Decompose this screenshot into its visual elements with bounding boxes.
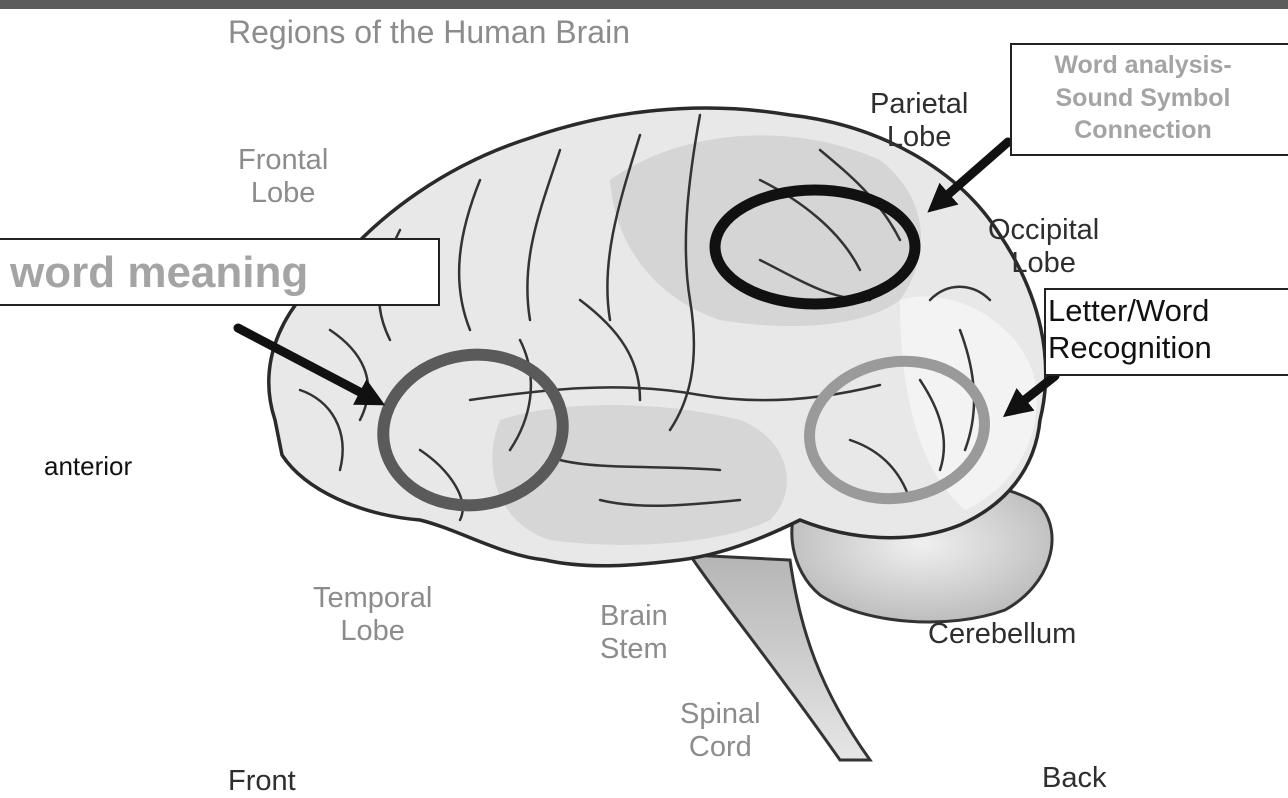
temporal-lobe-label: Temporal Lobe bbox=[313, 582, 432, 649]
frontal-lobe-label: Frontal Lobe bbox=[238, 144, 328, 211]
letter-word-text: Letter/Word Recognition bbox=[1048, 292, 1212, 366]
diagram-title: Regions of the Human Brain bbox=[228, 14, 630, 51]
cerebellum-label: Cerebellum bbox=[928, 618, 1076, 651]
word-analysis-text: Word analysis- Sound Symbol Connection bbox=[1012, 49, 1274, 147]
back-label: Back bbox=[1042, 762, 1106, 795]
occipital-lobe-label: Occipital Lobe bbox=[988, 214, 1099, 281]
word-meaning-callout: word meaning bbox=[0, 238, 440, 306]
parietal-lobe-label: Parietal Lobe bbox=[870, 88, 968, 155]
front-label: Front bbox=[228, 765, 296, 798]
word-analysis-callout: Word analysis- Sound Symbol Connection bbox=[1010, 43, 1288, 156]
spinal-cord-label: Spinal Cord bbox=[680, 698, 761, 765]
brain-stem-label: Brain Stem bbox=[600, 600, 668, 667]
anterior-label: anterior bbox=[44, 452, 132, 482]
word-meaning-text: word meaning bbox=[10, 248, 308, 299]
letter-word-callout: Letter/Word Recognition bbox=[1044, 288, 1288, 376]
